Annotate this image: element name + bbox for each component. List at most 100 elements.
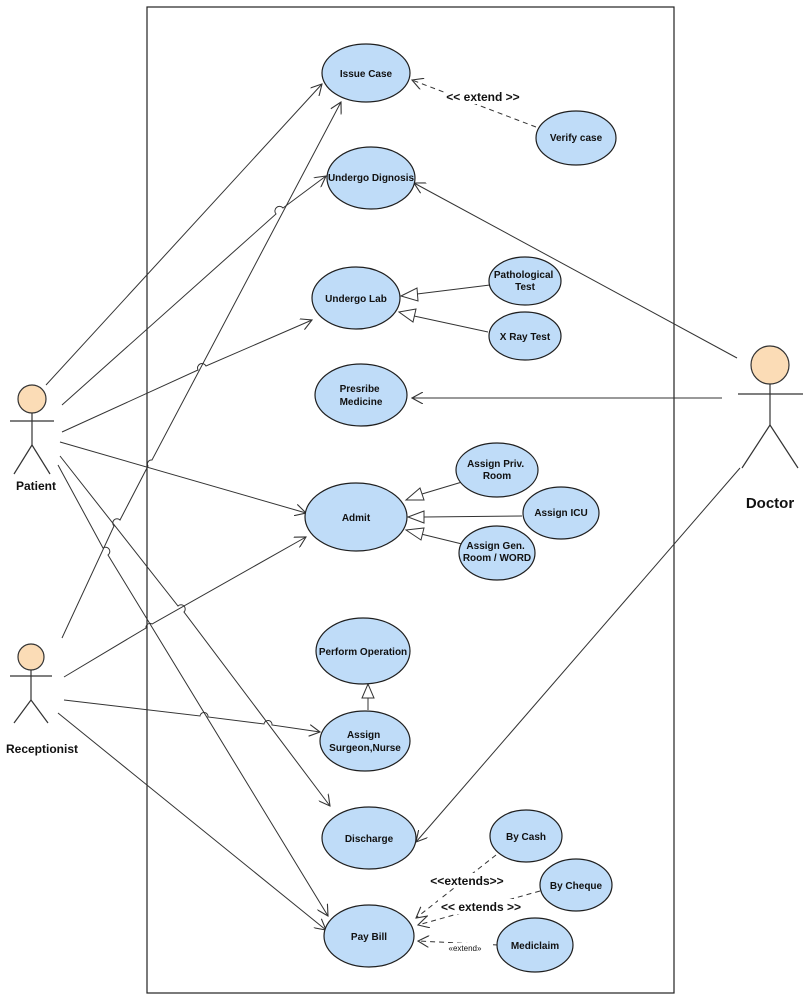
use-case-by-cheque[interactable]: By Cheque [539, 858, 613, 912]
cheque-extend-label: << extends >> [441, 900, 521, 914]
admit-label: Admit [342, 513, 371, 524]
patient-issue-case-line [45, 84, 322, 386]
mediclaim-extend-label: «extend» [449, 944, 482, 953]
receptionist-head-icon [17, 643, 45, 671]
use-case-assign-surgeon-nurse[interactable]: Assign Surgeon,Nurse [319, 710, 411, 772]
discharge-label: Discharge [345, 834, 394, 845]
use-case-issue-case[interactable]: Issue Case [321, 43, 411, 103]
generalization-arrowhead [399, 287, 419, 302]
doctor-label: Doctor [746, 495, 794, 512]
doctor-undergo-dignosis-line [414, 183, 738, 359]
xray-test-ellipse [488, 311, 562, 361]
by-cash-ellipse [489, 809, 563, 863]
perform-operation-ellipse [315, 617, 411, 685]
assign-priv-room-label: Assign Priv. Room [467, 459, 527, 482]
actor-patient[interactable]: Patient [10, 384, 56, 493]
receptionist-assign-surgeon-line [63, 699, 320, 732]
presribe-medicine-label: Presribe Medicine [340, 384, 383, 408]
receptionist-issue-case-line [61, 102, 341, 639]
patient-undergo-dignosis-line [61, 176, 326, 406]
presribe-medicine-ellipse [314, 363, 408, 427]
xray-test-label: X Ray Test [500, 332, 551, 343]
receptionist-pay-bill-line [57, 712, 326, 930]
undergo-dignosis-label: Undergo Dignosis [328, 173, 415, 184]
association-lines [45, 84, 741, 930]
cash-extend-label: <<extends>> [430, 874, 503, 888]
patient-pay-bill-line [57, 464, 328, 916]
undergo-lab-label: Undergo Lab [325, 294, 387, 305]
use-case-admit[interactable]: Admit [304, 482, 408, 552]
patient-admit-line [59, 441, 306, 513]
gen-room-to-admit-line [420, 533, 463, 545]
patient-label: Patient [16, 479, 56, 493]
use-case-by-cash[interactable]: By Cash [489, 809, 563, 863]
generalization-lines [361, 284, 523, 710]
cash-extend-line [416, 854, 497, 918]
doctor-discharge-line [416, 467, 741, 842]
discharge-ellipse [321, 806, 417, 870]
patient-left-leg [13, 444, 33, 475]
doctor-left-leg [741, 424, 771, 469]
by-cash-label: By Cash [506, 832, 546, 843]
pathological-to-lab-line [416, 284, 491, 295]
patient-right-leg [31, 444, 51, 475]
use-case-discharge[interactable]: Discharge [321, 806, 417, 870]
doctor-right-leg [769, 424, 799, 469]
doctor-head-icon [750, 345, 790, 385]
patient-head-icon [17, 384, 47, 414]
priv-room-to-admit-line [421, 481, 463, 495]
verify-extend-label-bg [444, 89, 524, 104]
system-boundary [146, 6, 675, 994]
issue-case-ellipse [321, 43, 411, 103]
receptionist-left-leg [13, 699, 32, 724]
use-case-presribe-medicine[interactable]: Presribe Medicine [314, 363, 408, 427]
assign-surgeon-nurse-ellipse [319, 710, 411, 772]
cheque-extend-label-bg [438, 899, 524, 914]
assign-icu-ellipse [522, 486, 600, 540]
use-case-undergo-dignosis[interactable]: Undergo Dignosis [326, 146, 416, 210]
generalization-arrowhead [404, 527, 425, 541]
assign-priv-room-ellipse [455, 442, 539, 498]
xray-to-lab-line [413, 315, 489, 333]
receptionist-label: Receptionist [6, 742, 78, 756]
actor-doctor[interactable]: Doctor [738, 345, 803, 512]
mediclaim-label: Mediclaim [511, 941, 559, 952]
generalization-arrowhead [361, 682, 375, 699]
generalization-arrowhead [397, 308, 417, 323]
generalization-arrowhead [404, 487, 425, 501]
receptionist-right-leg [30, 699, 49, 724]
assign-gen-room-ellipse [458, 525, 536, 581]
verify-case-label: Verify case [550, 133, 603, 144]
icu-to-admit-line [423, 515, 523, 518]
undergo-dignosis-ellipse [326, 146, 416, 210]
admit-ellipse [304, 482, 408, 552]
use-case-assign-icu[interactable]: Assign ICU [522, 486, 600, 540]
by-cheque-ellipse [539, 858, 613, 912]
undergo-lab-ellipse [311, 266, 401, 330]
cash-extend-label-bg [428, 873, 508, 888]
pathological-test-ellipse [488, 256, 562, 306]
use-case-mediclaim[interactable]: Mediclaim [496, 917, 574, 973]
pathological-test-label: Pathological Test [494, 270, 556, 293]
use-case-pathological-test[interactable]: Pathological Test [488, 256, 562, 306]
issue-case-label: Issue Case [340, 69, 393, 80]
assign-gen-room-label: Assign Gen. Room / WORD [463, 541, 531, 564]
perform-operation-label: Perform Operation [319, 647, 407, 658]
verify-extend-label: << extend >> [446, 90, 519, 104]
pay-bill-label: Pay Bill [351, 932, 387, 943]
mediclaim-ellipse [496, 917, 574, 973]
mediclaim-extend-label-bg [442, 943, 490, 954]
use-case-pay-bill[interactable]: Pay Bill [323, 904, 415, 968]
actor-receptionist[interactable]: Receptionist [6, 643, 78, 756]
patient-undergo-lab-line [61, 320, 312, 433]
verify-case-ellipse [535, 110, 617, 166]
use-case-assign-priv-room[interactable]: Assign Priv. Room [455, 442, 539, 498]
use-case-perform-operation[interactable]: Perform Operation [315, 617, 411, 685]
pay-bill-ellipse [323, 904, 415, 968]
use-case-assign-gen-room[interactable]: Assign Gen. Room / WORD [458, 525, 536, 581]
use-case-undergo-lab[interactable]: Undergo Lab [311, 266, 401, 330]
use-case-verify-case[interactable]: Verify case [535, 110, 617, 166]
assign-surgeon-nurse-label: Assign Surgeon,Nurse [329, 730, 401, 754]
use-case-xray-test[interactable]: X Ray Test [488, 311, 562, 361]
